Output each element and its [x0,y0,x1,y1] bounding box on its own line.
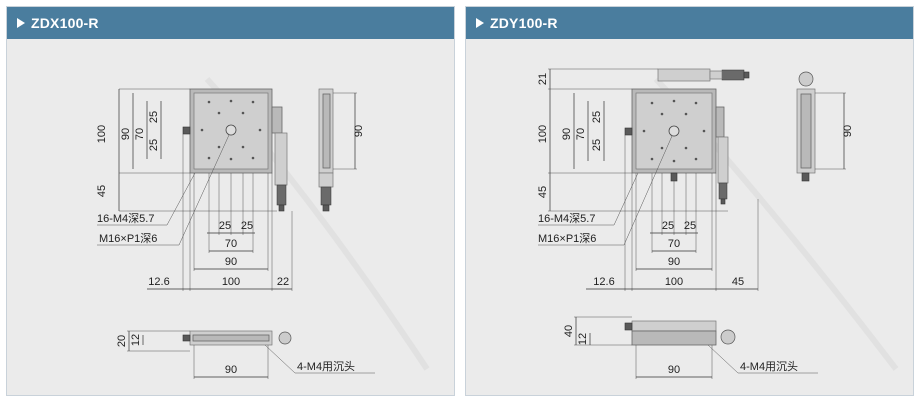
side-view-inner [322,93,331,169]
locking-knob [624,127,633,136]
bottom-dim-100: 100 [665,276,683,288]
bottom-dim-25-a: 25 [219,220,231,232]
micrometer-sleeve [709,70,723,80]
bottom-dim-12-6: 12.6 [593,276,614,288]
elev-dim-90: 90 [225,364,237,376]
panel-zdx100-r: ZDX100-R 100 [6,6,455,396]
dim-45: 45 [537,186,549,198]
panel-header: ZDY100-R [466,7,913,39]
dim-25-b: 25 [591,139,603,151]
bottom-dim-70: 70 [668,238,680,250]
side-micrometer-body [717,136,729,184]
panel-title: ZDY100-R [490,15,558,31]
panel-zdy100-r: ZDY100-R 90 [465,6,914,396]
bottom-dim-22: 22 [277,276,289,288]
front-view-micrometer [720,329,736,345]
bottom-dim-100: 100 [222,276,240,288]
bottom-dim-25-a: 25 [662,220,674,232]
side-view-micrometer [798,71,814,87]
center-hole [668,125,680,137]
center-hole [225,124,237,136]
front-view-upper [631,320,717,332]
dim-90: 90 [561,128,573,140]
tap-holes [200,99,262,161]
micrometer-cap [743,71,750,79]
side-thimble [718,182,728,200]
side-view-knob [801,172,810,182]
side-bracket [715,106,725,138]
bottom-dim-70: 70 [225,238,237,250]
note-tap-holes: 16-M4深5.7 [538,212,595,225]
dim-25-b: 25 [148,139,160,151]
dim-25-a: 25 [148,111,160,123]
front-view-body [631,330,717,346]
dim-70: 70 [134,128,146,140]
tap-holes [642,99,706,163]
bottom-dim-25-b: 25 [684,220,696,232]
note-counterbore: 4-M4用沉头 [297,360,355,373]
note-counterbore: 4-M4用沉头 [740,360,798,373]
panel-header: ZDX100-R [7,7,454,39]
side-view-thimble [320,186,332,206]
micrometer-thimble [721,69,745,81]
note-center-thread: M16×P1深6 [99,232,157,245]
micrometer-body [657,68,711,82]
note-center-thread: M16×P1深6 [538,232,596,245]
front-view-knob [624,322,633,331]
micrometer-bracket [271,106,283,134]
elev-dim-20: 20 [116,335,128,347]
elev-dim-90: 90 [668,364,680,376]
micrometer-cap [278,204,285,212]
side-view-cap [322,204,330,212]
play-triangle-icon [476,18,484,28]
note-tap-holes: 16-M4深5.7 [97,212,154,225]
elev-dim-40: 40 [563,325,575,337]
dim-100: 100 [537,125,549,143]
locking-knob [182,126,191,135]
side-dim-90: 90 [842,125,854,137]
drawing-zdy100-r: 90 21 100 90 70 25 25 45 16-M4深5.7 M16×P… [537,68,899,379]
play-triangle-icon [17,18,25,28]
dim-90: 90 [120,128,132,140]
side-dim-90: 90 [353,125,365,137]
bottom-dim-12-6: 12.6 [148,276,169,288]
bottom-knob [670,172,678,182]
bottom-dim-25-b: 25 [241,220,253,232]
panel-title: ZDX100-R [31,15,99,31]
dim-100: 100 [96,125,108,143]
dim-21: 21 [537,73,549,85]
elev-dim-12: 12 [130,334,142,346]
front-view-micrometer [278,331,292,345]
bottom-dim-90: 90 [225,256,237,268]
dim-45: 45 [96,185,108,197]
elev-dim-12: 12 [577,333,589,345]
drawing-zdx100-r: 100 90 70 25 25 45 90 16-M4深5.7 M16×P1深6… [96,76,430,379]
dim-70: 70 [575,128,587,140]
bottom-dim-45: 45 [732,276,744,288]
side-cap [720,198,726,205]
bottom-dim-90: 90 [668,256,680,268]
front-view-slide [192,334,270,342]
side-view-micrometer [318,172,334,188]
front-view-knob [182,334,191,342]
micrometer-body [274,132,288,186]
dim-25-a: 25 [591,111,603,123]
micrometer-thimble [276,184,287,206]
side-view-inner [800,93,812,169]
